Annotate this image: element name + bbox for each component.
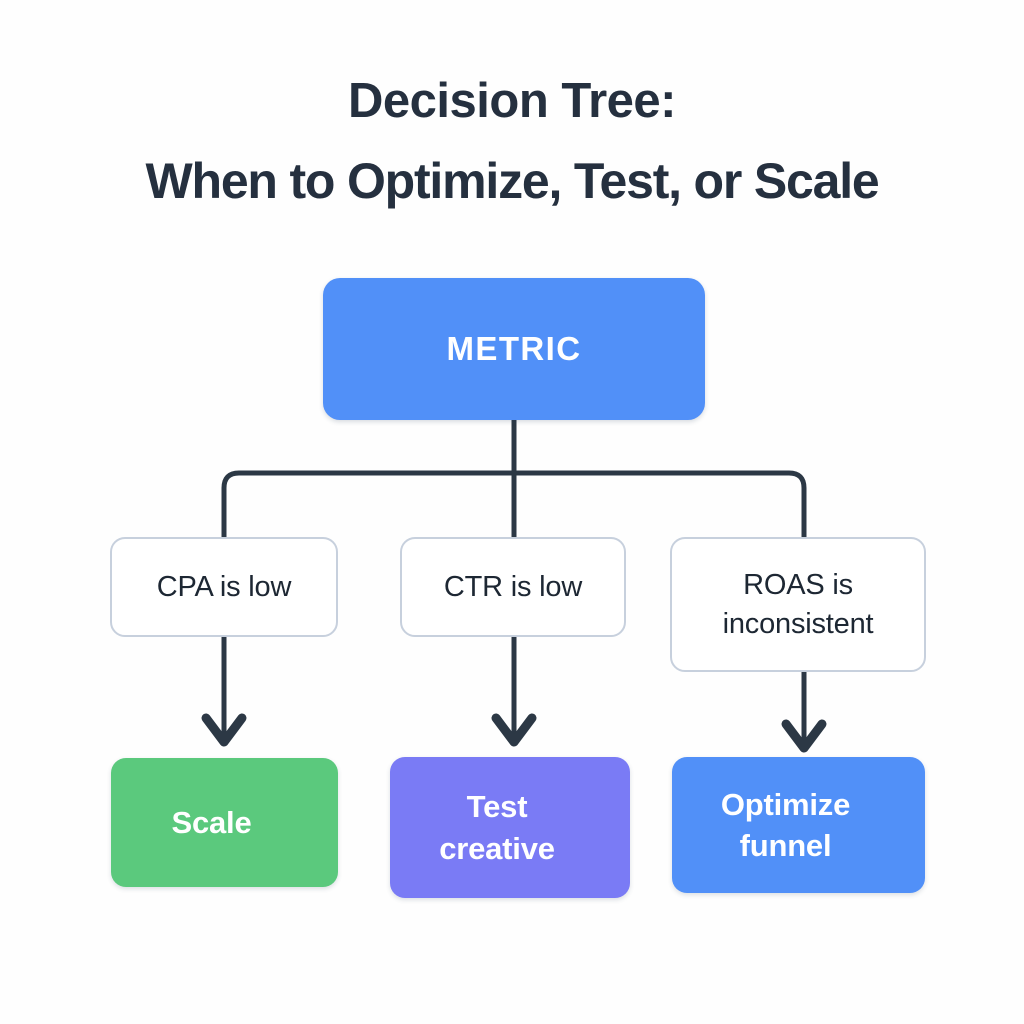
node-outcome-optimize-funnel[interactable]: Optimize funnel bbox=[672, 757, 925, 893]
connector-bus-right bbox=[514, 470, 807, 537]
node-condition-ctr[interactable]: CTR is low bbox=[400, 537, 626, 637]
node-condition-roas-line-1: ROAS is bbox=[743, 569, 853, 602]
node-condition-roas-label: ROAS is inconsistent bbox=[723, 566, 874, 643]
node-condition-roas[interactable]: ROAS is inconsistent bbox=[670, 537, 926, 672]
connector-bus-left bbox=[221, 470, 514, 537]
node-outcome-test-creative-label: Test creative bbox=[390, 786, 630, 868]
node-metric-label: METRIC bbox=[446, 330, 582, 367]
page-title: Decision Tree: When to Optimize, Test, o… bbox=[0, 62, 1024, 222]
node-outcome-optimize-funnel-line-1: Optimize bbox=[720, 786, 851, 822]
node-outcome-test-creative-line-1: Test bbox=[466, 789, 528, 825]
arrow-ctr-to-test-creative bbox=[491, 637, 537, 747]
node-outcome-optimize-funnel-line-2: funnel bbox=[739, 828, 832, 863]
arrow-cpa-to-scale bbox=[201, 637, 247, 747]
node-condition-cpa-label: CPA is low bbox=[156, 570, 292, 603]
node-metric[interactable]: METRIC bbox=[323, 278, 705, 420]
node-outcome-scale-label: Scale bbox=[171, 804, 252, 840]
title-line-1: Decision Tree: bbox=[348, 74, 676, 128]
node-outcome-test-creative-line-2: creative bbox=[439, 830, 555, 866]
arrow-roas-to-optimize-funnel bbox=[781, 672, 827, 753]
title-line-2: When to Optimize, Test, or Scale bbox=[145, 153, 879, 210]
node-outcome-test-creative[interactable]: Test creative bbox=[390, 757, 630, 898]
node-condition-roas-line-2: inconsistent bbox=[722, 607, 874, 640]
node-outcome-scale[interactable]: Scale bbox=[111, 758, 338, 887]
node-outcome-optimize-funnel-label: Optimize funnel bbox=[672, 784, 925, 866]
node-condition-ctr-label: CTR is low bbox=[443, 570, 583, 603]
node-condition-cpa[interactable]: CPA is low bbox=[110, 537, 338, 637]
